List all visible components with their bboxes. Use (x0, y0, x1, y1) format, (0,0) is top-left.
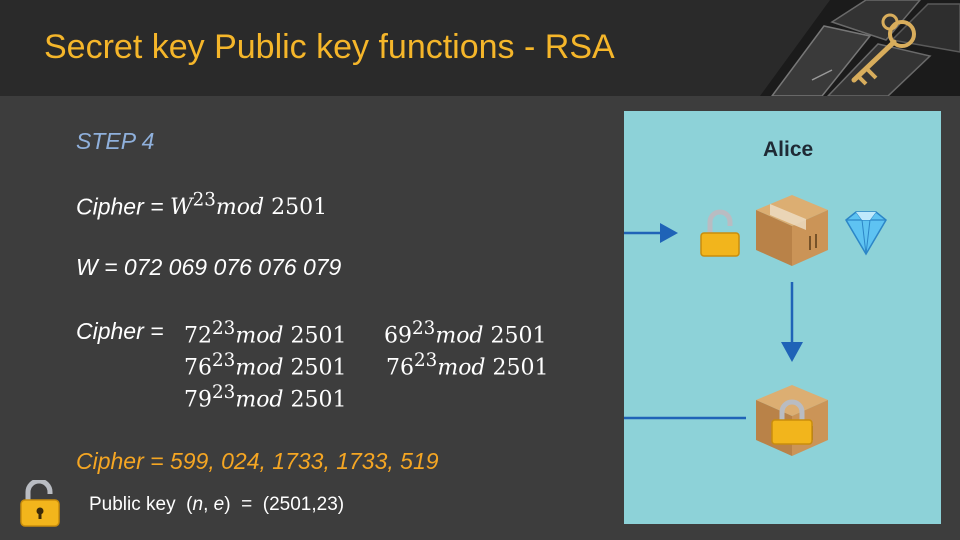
w-values: W = 072 069 076 076 079 (76, 254, 342, 280)
cipher-term: 6923mod 2501 (384, 318, 547, 349)
header-bar: Secret key Public key functions - RSA (0, 0, 960, 96)
box-icon (756, 195, 828, 266)
cipher-formula-line: Cipher = W23mod 2501 (76, 190, 327, 220)
alice-label: Alice (763, 138, 814, 161)
public-key-label: Public key (89, 494, 176, 515)
diamond-icon (845, 211, 887, 256)
locked-box-icon (756, 385, 828, 456)
public-key: Public key (n, e) = (2501,23) (89, 494, 345, 515)
step-label: STEP 4 (76, 128, 155, 154)
alice-panel (624, 111, 941, 524)
cipher-formula: W23mod 2501 (169, 190, 328, 221)
open-padlock-icon (700, 209, 740, 257)
cipher-term: 7223mod 2501 (184, 318, 347, 349)
incoming-arrow (624, 223, 678, 243)
keyboard-key-image (760, 0, 960, 96)
golden-key-icon (851, 13, 916, 86)
cipher-label: Cipher = (76, 193, 170, 220)
cipher-terms-label: Cipher = (76, 318, 164, 344)
cipher-term: 7623mod 2501 (184, 350, 347, 381)
public-key-value: (2501,23) (262, 494, 345, 515)
cipher-result: Cipher = 599, 024, 1733, 1733, 519 (76, 448, 439, 474)
cipher-term: 7623mod 2501 (386, 350, 549, 381)
slide-title: Secret key Public key functions - RSA (44, 28, 615, 66)
open-padlock-icon (20, 480, 60, 527)
down-arrow (781, 282, 803, 362)
cipher-term: 7923mod 2501 (184, 382, 347, 413)
